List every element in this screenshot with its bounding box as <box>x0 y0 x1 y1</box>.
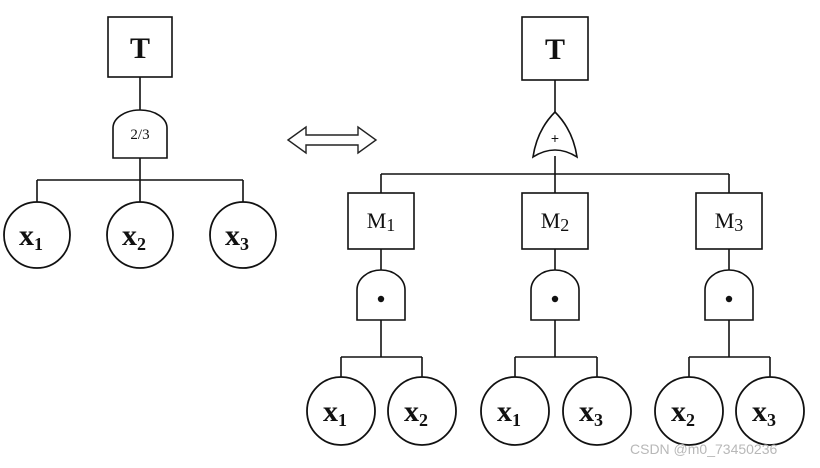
left-basic-event-3-label: x3 <box>225 219 249 254</box>
watermark: CSDN @m0_73450236 <box>630 441 778 457</box>
m3-basic-event-1 <box>654 376 724 446</box>
intermediate-branch-m2: M2 x1 x3 <box>480 192 632 446</box>
m3-basic-event-2-label: x3 <box>752 395 776 430</box>
right-top-event-box <box>521 16 589 81</box>
left-voting-gate-label: 2/3 <box>130 127 149 143</box>
left-top-event-label: T <box>130 32 150 65</box>
left-basic-event-3 <box>209 201 277 269</box>
m2-basic-event-1 <box>480 376 550 446</box>
left-fault-tree: T 2/3 x1 x2 x3 <box>3 16 277 269</box>
intermediate-event-m3-box <box>695 192 763 250</box>
m1-and-gate <box>356 269 406 321</box>
left-top-event-box <box>107 16 173 78</box>
m3-basic-event-2 <box>735 376 805 446</box>
m2-basic-event-1-label: x1 <box>497 395 521 430</box>
left-basic-event-1 <box>3 201 71 269</box>
m3-and-gate <box>704 269 754 321</box>
intermediate-branch-m3: M3 x2 x3 <box>654 192 805 446</box>
intermediate-event-m3-label: M3 <box>715 208 744 235</box>
left-basic-event-2 <box>106 201 174 269</box>
intermediate-event-m2-label: M2 <box>541 208 570 235</box>
m3-basic-event-1-label: x2 <box>671 395 695 430</box>
right-fault-tree: T + M1 x1 x2 M2 <box>306 16 805 446</box>
m2-and-gate <box>530 269 580 321</box>
m1-basic-event-1-label: x1 <box>323 395 347 430</box>
left-basic-event-1-label: x1 <box>19 219 43 254</box>
m3-and-gate-dot-icon <box>725 295 733 303</box>
m2-and-gate-dot-icon <box>551 295 559 303</box>
m1-basic-event-2-label: x2 <box>404 395 428 430</box>
right-top-event-label: T <box>545 33 565 66</box>
right-or-gate-label: + <box>551 130 559 146</box>
m1-and-gate-dot-icon <box>377 295 385 303</box>
left-basic-event-2-label: x2 <box>122 219 146 254</box>
double-headed-arrow-icon <box>286 125 378 155</box>
right-or-gate <box>531 110 579 159</box>
m1-basic-event-1 <box>306 376 376 446</box>
m2-basic-event-2 <box>562 376 632 446</box>
intermediate-event-m2-box <box>521 192 589 250</box>
intermediate-branch-m1: M1 x1 x2 <box>306 192 457 446</box>
m1-basic-event-2 <box>387 376 457 446</box>
m2-basic-event-2-label: x3 <box>579 395 603 430</box>
left-voting-gate <box>112 109 168 159</box>
intermediate-event-m1-label: M1 <box>367 208 396 235</box>
